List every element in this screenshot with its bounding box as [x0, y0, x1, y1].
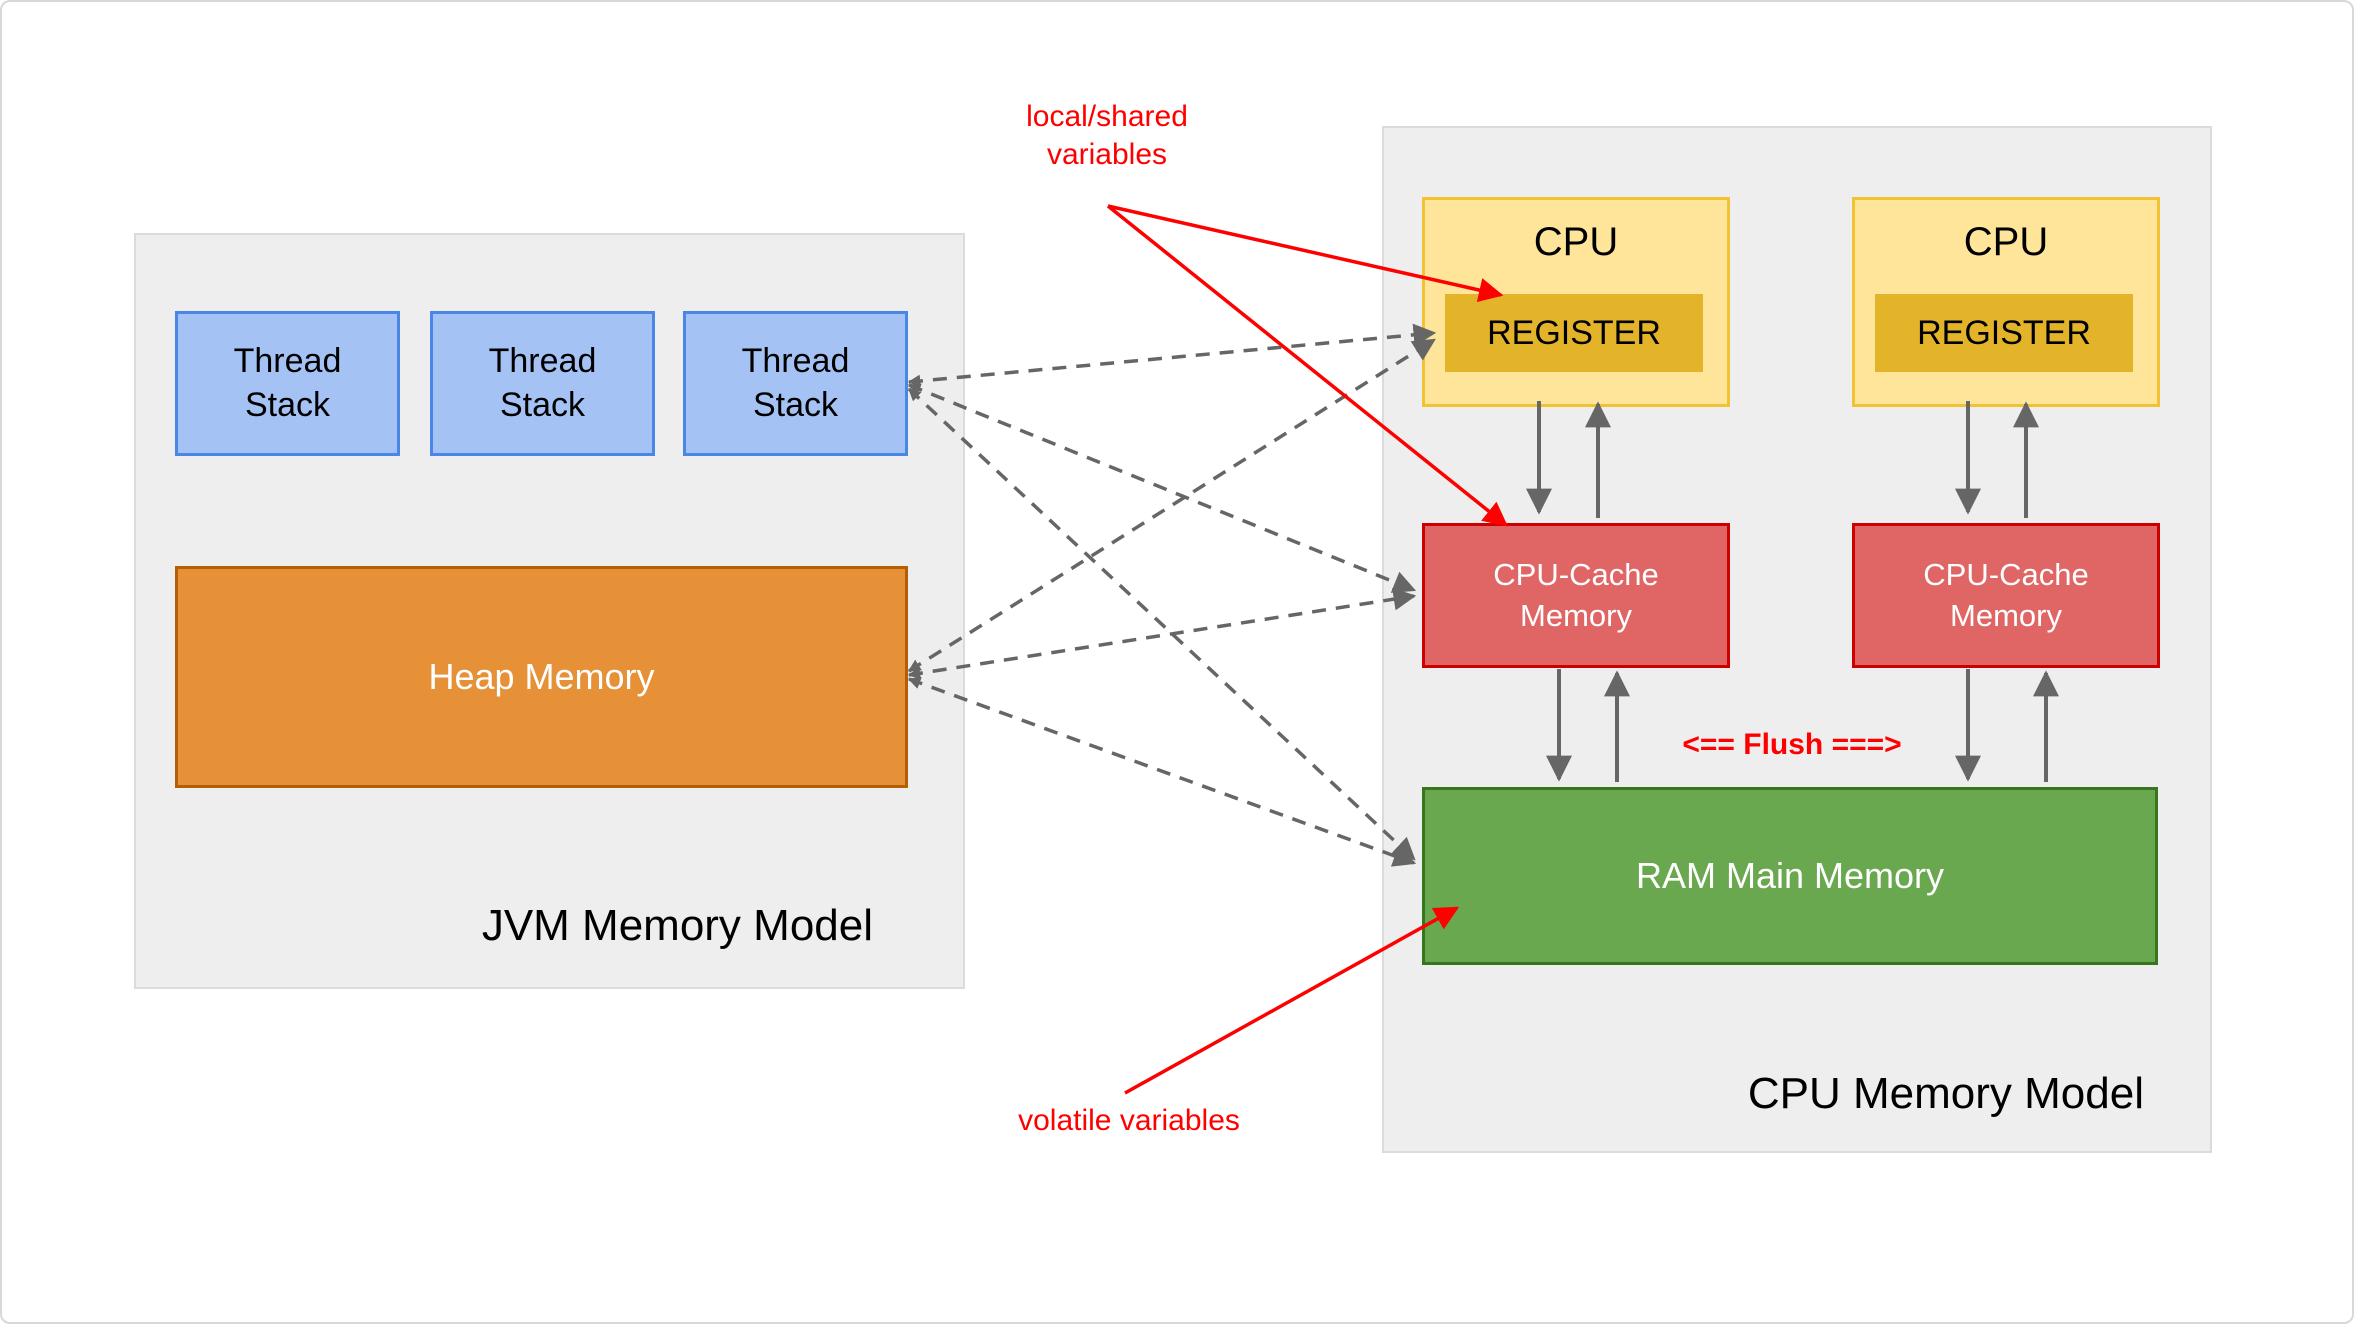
- thread-stack-box-3: Thread Stack: [683, 311, 908, 456]
- flush-annotation: <== Flush ===>: [1682, 728, 1902, 761]
- heap-memory-box: Heap Memory: [175, 566, 908, 788]
- heap-memory-label: Heap Memory: [428, 656, 655, 697]
- register-label: REGISTER: [1487, 313, 1661, 352]
- thread-stack-label: Thread Stack: [741, 341, 850, 424]
- jvm-memory-model-region: Thread Stack Thread Stack Thread Stack H…: [134, 233, 965, 989]
- dashed-link-threadstack-ram: [907, 387, 1416, 861]
- thread-stack-label: Thread Stack: [488, 341, 597, 424]
- cpu-box-1: CPU REGISTER: [1422, 197, 1730, 407]
- cpu-region-title: CPU Memory Model: [1747, 1069, 2144, 1118]
- dashed-link-heap-ram: [907, 676, 1417, 867]
- cpu-memory-model-region: CPU REGISTER CPU REGISTER CPU-Cache Memo…: [1382, 126, 2212, 1153]
- thread-stack-label: Thread Stack: [233, 341, 342, 424]
- local-shared-variables-annotation: local/shared variables: [1026, 100, 1188, 171]
- ram-main-memory-label: RAM Main Memory: [1635, 855, 1945, 896]
- cpu-cache-label: CPU-Cache Memory: [1923, 557, 2089, 633]
- ram-main-memory-box: RAM Main Memory: [1422, 787, 2158, 965]
- cpu-label: CPU: [1963, 220, 2049, 264]
- thread-stack-box-1: Thread Stack: [175, 311, 400, 456]
- dashed-link-heap-register: [907, 338, 1436, 673]
- dashed-link-threadstack-register: [907, 323, 1437, 388]
- jvm-region-title: JVM Memory Model: [481, 901, 873, 950]
- cpu-label: CPU: [1533, 220, 1619, 264]
- dashed-link-heap-cache: [907, 587, 1417, 680]
- volatile-variables-annotation: volatile variables: [1018, 1104, 1240, 1137]
- cpu-cache-memory-box-2: CPU-Cache Memory: [1852, 523, 2160, 668]
- cpu-box-2: CPU REGISTER: [1852, 197, 2160, 407]
- register-label: REGISTER: [1917, 313, 2091, 352]
- cpu-cache-memory-box-1: CPU-Cache Memory: [1422, 523, 1730, 668]
- cpu-cache-label: CPU-Cache Memory: [1493, 557, 1659, 633]
- register-box-1: REGISTER: [1445, 294, 1703, 372]
- dashed-link-threadstack-cache: [907, 383, 1417, 593]
- thread-stack-box-2: Thread Stack: [430, 311, 655, 456]
- register-box-2: REGISTER: [1875, 294, 2133, 372]
